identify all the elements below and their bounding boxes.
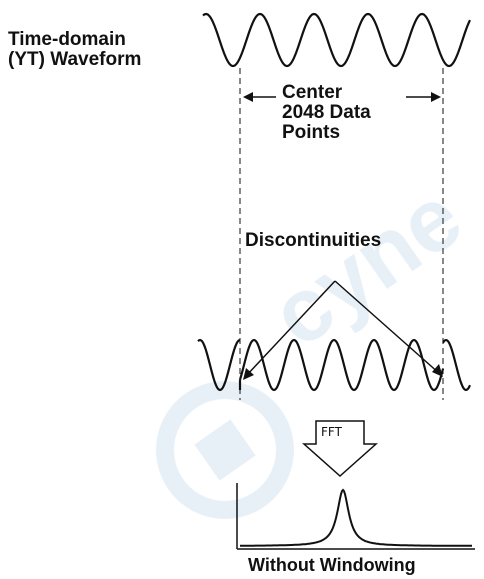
- truncated-wave-right-tail: [442, 338, 471, 392]
- center-label-line3: Points: [282, 121, 341, 143]
- svg-text:cyne: cyne: [254, 167, 479, 367]
- discontinuities-label: Discontinuities: [245, 230, 382, 251]
- spectrum-peak: [240, 488, 472, 547]
- time-domain-label: Time-domain (YT) Waveform: [8, 30, 141, 70]
- center-span-arrows: [243, 92, 441, 102]
- truncated-wave-left-tail: [197, 338, 241, 392]
- time-domain-label-line1: Time-domain: [8, 29, 126, 50]
- without-windowing-label: Without Windowing: [248, 555, 416, 575]
- time-domain-label-line2: (YT) Waveform: [8, 48, 142, 70]
- watermark-logo: cyne: [156, 167, 480, 519]
- spectrum-axes: [236, 483, 475, 550]
- fft-arrow: [302, 420, 378, 478]
- fft-label: FFT: [321, 425, 342, 439]
- time-domain-waveform: [202, 12, 471, 68]
- center-label-line1: Center: [282, 82, 343, 103]
- center-data-points-label: Center 2048 Data Points: [282, 83, 371, 143]
- center-label-line2: 2048 Data: [282, 101, 371, 123]
- truncated-wave-center: [238, 338, 445, 392]
